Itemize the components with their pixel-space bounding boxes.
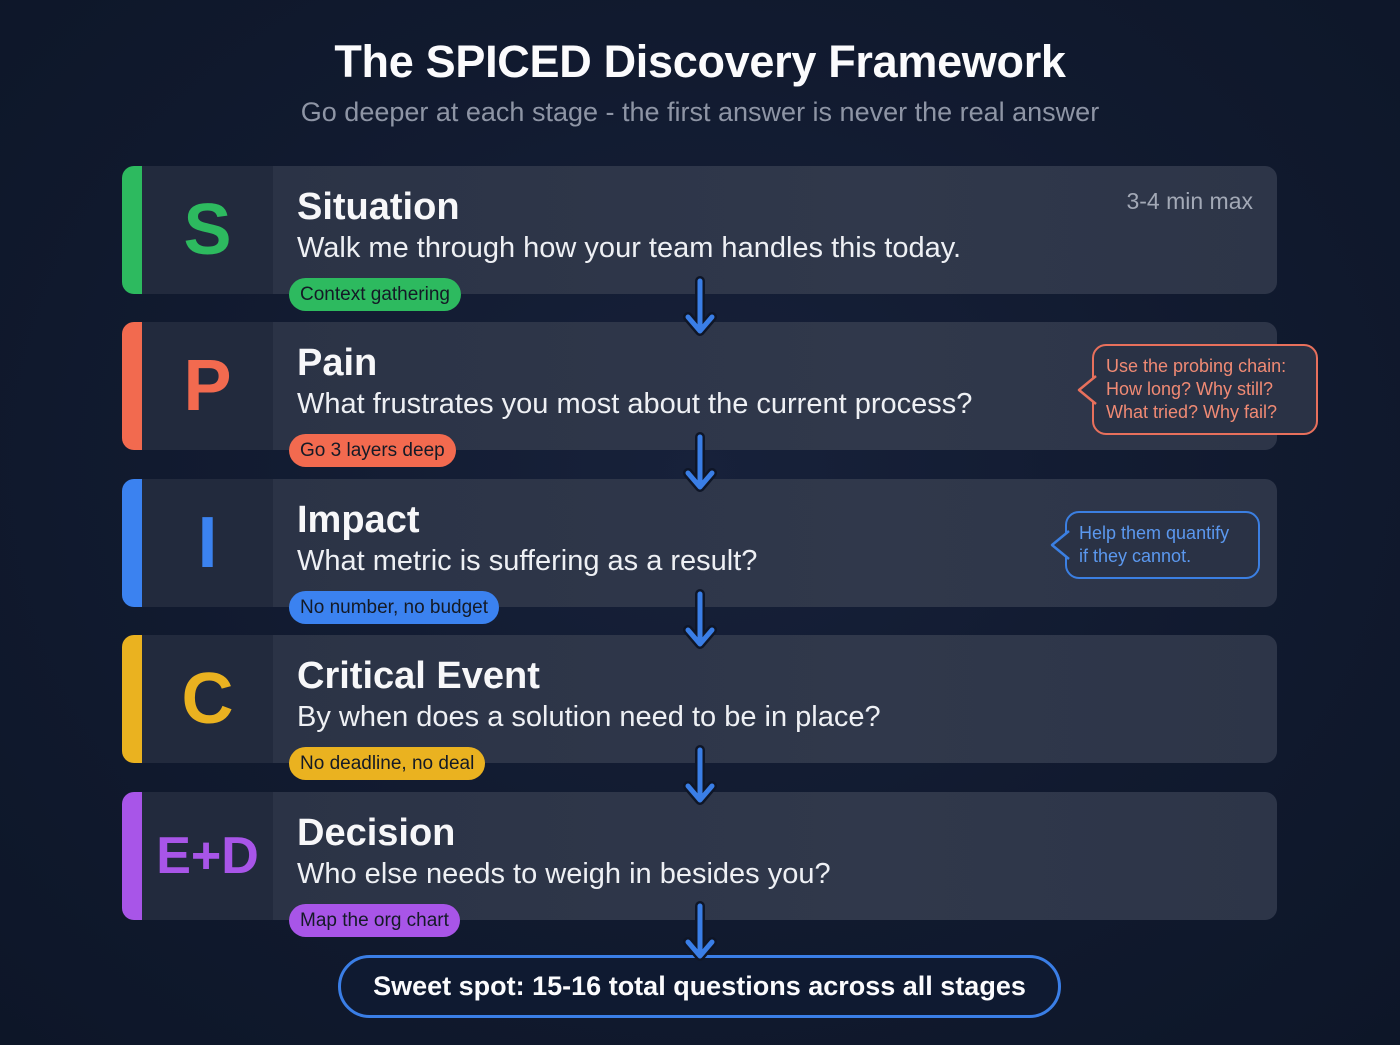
- arrow-down-icon: [683, 745, 717, 805]
- stage-tag: No number, no budget: [289, 591, 500, 624]
- stage-letter: C: [142, 635, 273, 763]
- stage-heading: Pain: [297, 342, 378, 384]
- stage-letter: E+D: [142, 792, 273, 920]
- quantify-callout: Help them quantify if they cannot.: [1050, 511, 1260, 579]
- callout-line: if they cannot.: [1079, 546, 1192, 566]
- stage-letter: S: [142, 166, 273, 294]
- page-title: The SPICED Discovery Framework: [334, 36, 1066, 87]
- arrow-down-icon: [683, 276, 717, 336]
- callout-line: Help them quantify: [1079, 523, 1230, 543]
- stage-content: Situation Walk me through how your team …: [273, 166, 1277, 294]
- stage-heading: Decision: [297, 812, 456, 854]
- probing-chain-callout: Use the probing chain: How long? Why sti…: [1077, 344, 1318, 435]
- page-subtitle: Go deeper at each stage - the first answ…: [300, 97, 1100, 127]
- callout-line: How long? Why still?: [1106, 379, 1274, 399]
- stage-heading: Impact: [297, 499, 420, 541]
- stage-color-bar: [122, 166, 144, 294]
- stage-question: What frustrates you most about the curre…: [297, 388, 973, 420]
- arrow-down-icon: [683, 901, 717, 961]
- sweet-spot-summary: Sweet spot: 15-16 total questions across…: [338, 955, 1061, 1018]
- stage-color-bar: [122, 635, 144, 763]
- stage-heading: Critical Event: [297, 655, 540, 697]
- stage-heading: Situation: [297, 186, 460, 228]
- stage-question: Who else needs to weigh in besides you?: [297, 858, 831, 890]
- stage-content: Critical Event By when does a solution n…: [273, 635, 1277, 763]
- stage-color-bar: [122, 792, 144, 920]
- stage-tag: Map the org chart: [289, 904, 460, 937]
- callout-line: Use the probing chain:: [1106, 356, 1287, 376]
- stage-question: By when does a solution need to be in pl…: [297, 701, 881, 733]
- stage-card-situation: S Situation Walk me through how your tea…: [122, 166, 1277, 311]
- arrow-down-icon: [683, 589, 717, 649]
- stage-card-critical-event: C Critical Event By when does a solution…: [122, 635, 1277, 780]
- arrow-down-icon: [683, 432, 717, 492]
- stage-card-decision: E+D Decision Who else needs to weigh in …: [122, 792, 1277, 937]
- callout-line: What tried? Why fail?: [1106, 402, 1278, 422]
- stage-letter: I: [142, 479, 273, 607]
- stage-color-bar: [122, 479, 144, 607]
- stage-letter: P: [142, 322, 273, 450]
- stage-tag: No deadline, no deal: [289, 747, 486, 780]
- time-limit-label: 3-4 min max: [1126, 188, 1253, 214]
- stage-tag: Go 3 layers deep: [289, 434, 456, 467]
- stage-tag: Context gathering: [289, 278, 461, 311]
- stage-question: What metric is suffering as a result?: [297, 545, 758, 577]
- stage-color-bar: [122, 322, 144, 450]
- stage-question: Walk me through how your team handles th…: [297, 232, 962, 264]
- stage-content: Decision Who else needs to weigh in besi…: [273, 792, 1277, 920]
